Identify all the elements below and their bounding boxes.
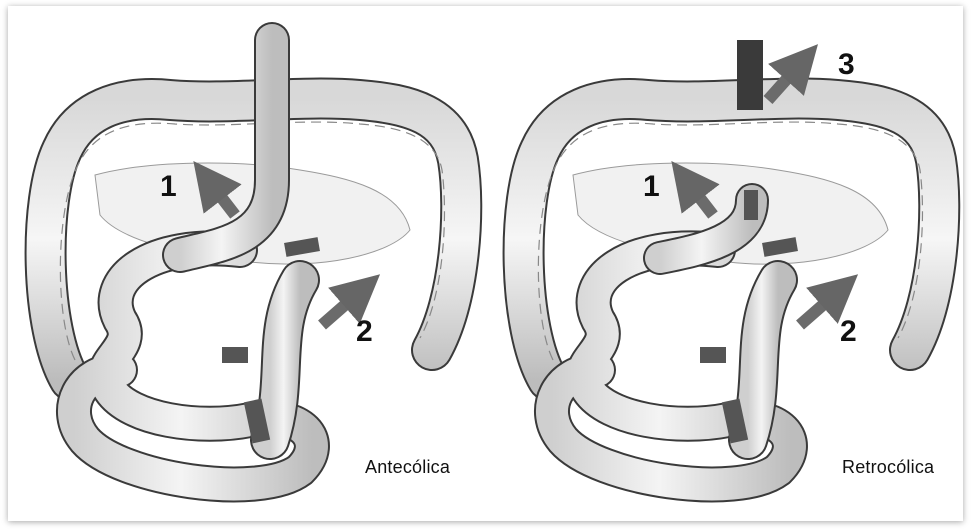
arrow-2-right xyxy=(800,290,840,325)
caption-antecolica: Antecólica xyxy=(365,457,450,478)
label-1-right: 1 xyxy=(643,170,660,204)
label-2-left: 2 xyxy=(356,315,373,349)
panel-antecolica xyxy=(46,40,462,484)
label-2-right: 2 xyxy=(840,315,857,349)
label-1-left: 1 xyxy=(160,170,177,204)
panel-retrocolica xyxy=(524,40,940,484)
label-3-right: 3 xyxy=(838,48,855,82)
caption-retrocolica: Retrocólica xyxy=(842,457,934,478)
